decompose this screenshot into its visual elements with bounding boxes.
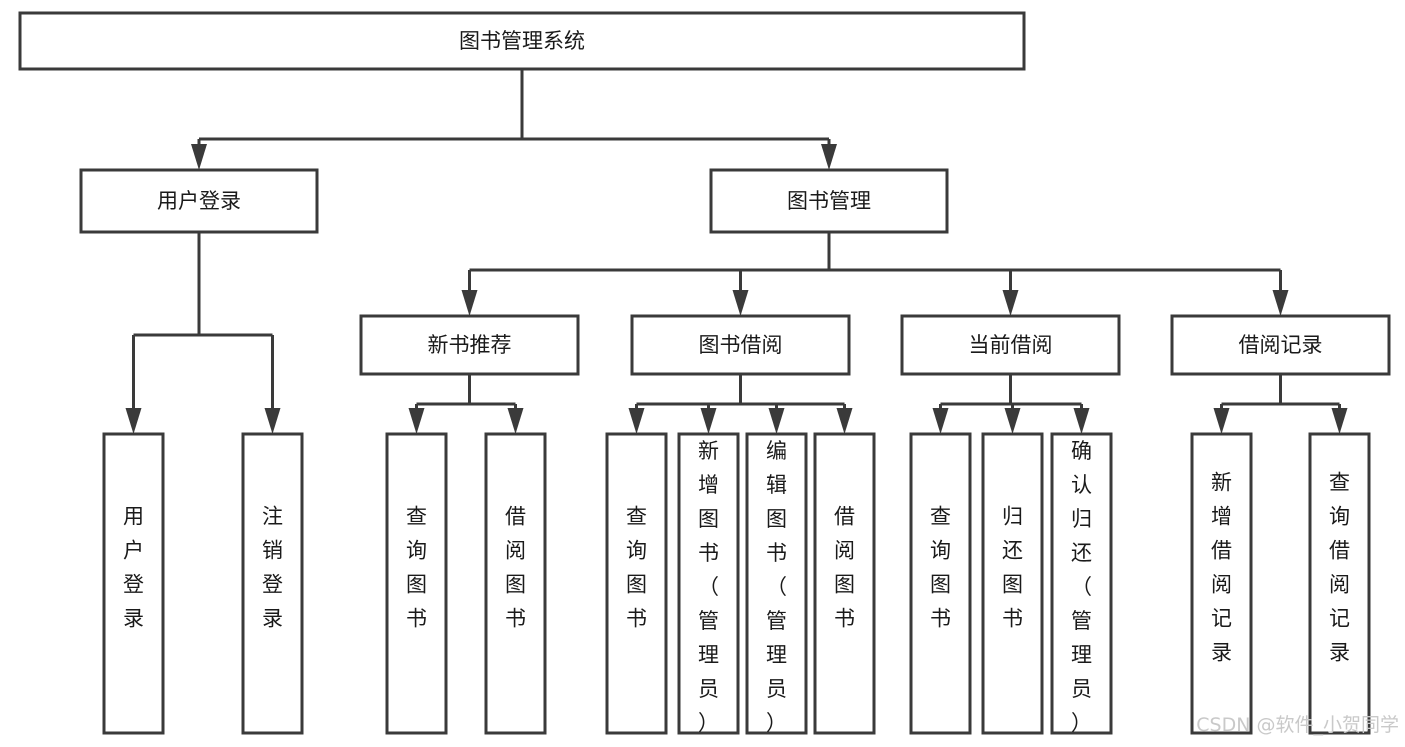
node-box-leaf-user-login[interactable] bbox=[102, 432, 165, 735]
node-box-book-management[interactable] bbox=[709, 168, 949, 234]
node-label-new-book-recommend: 新书推荐 bbox=[428, 333, 512, 357]
node-box-leaf-borrow-book-recommend[interactable] bbox=[484, 432, 547, 735]
arrow-head-icon bbox=[628, 408, 645, 434]
node-leaf-query-borrow-record[interactable]: 查询借阅记录 bbox=[1308, 432, 1371, 735]
node-layer: 图书管理系统用户登录图书管理新书推荐图书借阅当前借阅借阅记录用户登录注销登录查询… bbox=[18, 11, 1391, 735]
node-box-user-login[interactable] bbox=[79, 168, 319, 234]
node-box-leaf-add-book[interactable] bbox=[677, 432, 740, 735]
node-book-borrow[interactable]: 图书借阅 bbox=[630, 314, 851, 376]
arrow-head-icon bbox=[1272, 290, 1289, 316]
arrow-head-icon bbox=[507, 408, 524, 434]
connector-layer bbox=[125, 69, 1348, 434]
arrow-head-icon bbox=[1213, 408, 1230, 434]
node-new-book-recommend[interactable]: 新书推荐 bbox=[359, 314, 580, 376]
node-label-current-borrow: 当前借阅 bbox=[969, 333, 1053, 357]
arrow-head-icon bbox=[932, 408, 949, 434]
node-label-book-management: 图书管理 bbox=[787, 189, 871, 213]
node-box-borrow-records[interactable] bbox=[1170, 314, 1391, 376]
node-box-current-borrow[interactable] bbox=[900, 314, 1121, 376]
arrow-head-icon bbox=[1004, 408, 1021, 434]
node-label-leaf-confirm-return: 确认归还（管理员） bbox=[1071, 439, 1092, 735]
node-book-management[interactable]: 图书管理 bbox=[709, 168, 949, 234]
node-leaf-query-book-current[interactable]: 查询图书 bbox=[909, 432, 972, 735]
node-label-leaf-user-login: 用户登录 bbox=[123, 505, 144, 631]
node-leaf-query-book-borrow[interactable]: 查询图书 bbox=[605, 432, 668, 735]
arrow-head-icon bbox=[461, 290, 478, 316]
node-leaf-user-login[interactable]: 用户登录 bbox=[102, 432, 165, 735]
node-leaf-add-book[interactable]: 新增图书（管理员） bbox=[677, 432, 740, 735]
arrow-head-icon bbox=[191, 144, 207, 170]
node-label-leaf-query-borrow-record: 查询借阅记录 bbox=[1329, 471, 1350, 665]
node-label-borrow-records: 借阅记录 bbox=[1239, 333, 1323, 357]
node-leaf-return-book[interactable]: 归还图书 bbox=[981, 432, 1044, 735]
node-label-leaf-add-borrow-record: 新增借阅记录 bbox=[1211, 471, 1232, 665]
node-label-leaf-borrow-book-recommend: 借阅图书 bbox=[505, 505, 526, 631]
edge-group-root bbox=[191, 69, 837, 170]
node-label-user-login: 用户登录 bbox=[157, 189, 241, 213]
node-box-book-borrow[interactable] bbox=[630, 314, 851, 376]
node-box-leaf-logout[interactable] bbox=[241, 432, 304, 735]
node-box-leaf-confirm-return[interactable] bbox=[1050, 432, 1113, 735]
node-label-leaf-query-book-borrow: 查询图书 bbox=[626, 505, 647, 631]
node-current-borrow[interactable]: 当前借阅 bbox=[900, 314, 1121, 376]
node-root[interactable]: 图书管理系统 bbox=[18, 11, 1026, 71]
node-box-leaf-borrow-book[interactable] bbox=[813, 432, 876, 735]
node-label-leaf-edit-book: 编辑图书（管理员） bbox=[766, 439, 787, 735]
csdn-watermark: CSDN @软件_小贺同学 bbox=[1196, 714, 1399, 736]
node-leaf-add-borrow-record[interactable]: 新增借阅记录 bbox=[1190, 432, 1253, 735]
arrow-head-icon bbox=[768, 408, 785, 434]
arrow-head-icon bbox=[700, 408, 717, 434]
node-box-leaf-return-book[interactable] bbox=[981, 432, 1044, 735]
node-label-book-borrow: 图书借阅 bbox=[699, 333, 783, 357]
arrow-head-icon bbox=[836, 408, 853, 434]
node-label-leaf-logout: 注销登录 bbox=[262, 505, 283, 631]
node-label-leaf-query-book-current: 查询图书 bbox=[930, 505, 951, 631]
node-leaf-borrow-book-recommend[interactable]: 借阅图书 bbox=[484, 432, 547, 735]
node-box-root[interactable] bbox=[18, 11, 1026, 71]
node-leaf-query-book-recommend[interactable]: 查询图书 bbox=[385, 432, 448, 735]
edge-group-user-login bbox=[125, 232, 281, 434]
arrow-head-icon bbox=[1073, 408, 1090, 434]
node-label-leaf-query-book-recommend: 查询图书 bbox=[406, 505, 427, 631]
edge-group-book-borrow bbox=[628, 374, 853, 434]
node-label-leaf-borrow-book: 借阅图书 bbox=[834, 505, 855, 631]
arrow-head-icon bbox=[264, 408, 281, 434]
arrow-head-icon bbox=[125, 408, 142, 434]
node-box-leaf-query-borrow-record[interactable] bbox=[1308, 432, 1371, 735]
node-label-root: 图书管理系统 bbox=[459, 29, 585, 53]
node-borrow-records[interactable]: 借阅记录 bbox=[1170, 314, 1391, 376]
node-leaf-confirm-return[interactable]: 确认归还（管理员） bbox=[1050, 432, 1113, 735]
edge-group-current-borrow bbox=[932, 374, 1090, 434]
node-box-leaf-query-book-current[interactable] bbox=[909, 432, 972, 735]
arrow-head-icon bbox=[1331, 408, 1348, 434]
node-label-leaf-return-book: 归还图书 bbox=[1002, 505, 1023, 631]
node-label-leaf-add-book: 新增图书（管理员） bbox=[698, 439, 719, 735]
edge-group-new-book-recommend bbox=[408, 374, 524, 434]
node-leaf-edit-book[interactable]: 编辑图书（管理员） bbox=[745, 432, 808, 735]
node-box-leaf-edit-book[interactable] bbox=[745, 432, 808, 735]
node-box-new-book-recommend[interactable] bbox=[359, 314, 580, 376]
node-leaf-logout[interactable]: 注销登录 bbox=[241, 432, 304, 735]
node-box-leaf-add-borrow-record[interactable] bbox=[1190, 432, 1253, 735]
edge-group-borrow-records bbox=[1213, 374, 1348, 434]
arrow-head-icon bbox=[732, 290, 749, 316]
node-box-leaf-query-book-borrow[interactable] bbox=[605, 432, 668, 735]
node-leaf-borrow-book[interactable]: 借阅图书 bbox=[813, 432, 876, 735]
arrow-head-icon bbox=[408, 408, 425, 434]
arrow-head-icon bbox=[1002, 290, 1019, 316]
node-user-login[interactable]: 用户登录 bbox=[79, 168, 319, 234]
arrow-head-icon bbox=[821, 144, 837, 170]
node-box-leaf-query-book-recommend[interactable] bbox=[385, 432, 448, 735]
edge-group-book-management bbox=[461, 232, 1289, 316]
